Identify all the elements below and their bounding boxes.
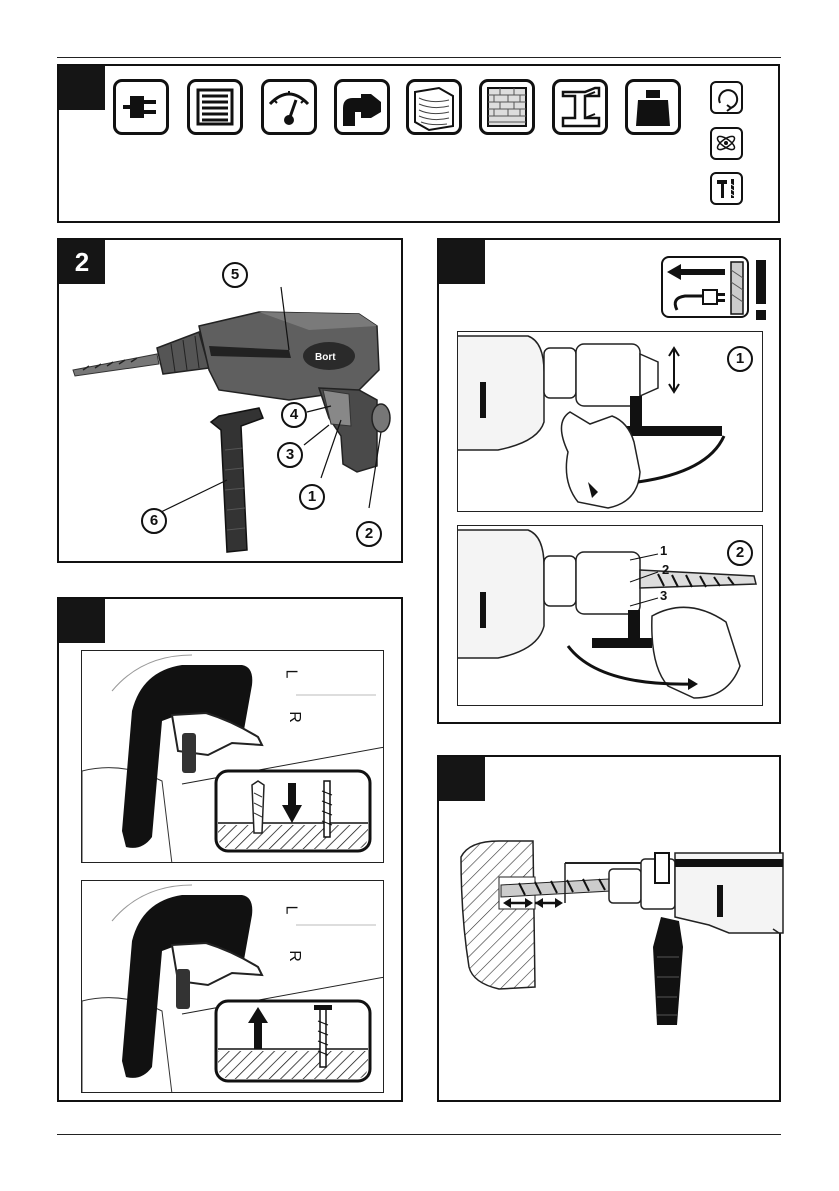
power-plug-icon — [113, 79, 169, 135]
step-2-label: 2 — [727, 540, 753, 566]
drill-illustration: Bort — [59, 240, 405, 565]
top-rule — [57, 57, 781, 58]
callout-6: 6 — [141, 508, 167, 534]
chuck-step-1: 1 — [457, 331, 763, 512]
bottom-rule — [57, 1134, 781, 1135]
rotation-icon — [710, 81, 743, 114]
right-label: R — [285, 950, 303, 962]
callout-1: 1 — [299, 484, 325, 510]
panel-number — [59, 599, 105, 643]
direction-forward: L R — [81, 650, 384, 863]
motor-icon — [187, 79, 243, 135]
left-label: L — [281, 906, 299, 915]
panel-direction-switch: L R L R — [57, 597, 403, 1102]
chuck-icon — [334, 79, 390, 135]
vibration-icon — [710, 127, 743, 160]
right-label: R — [285, 711, 303, 723]
brand-logo: Bort — [315, 352, 336, 363]
left-label: L — [281, 670, 299, 679]
callout-2: 2 — [356, 521, 382, 547]
tools-icon — [710, 172, 743, 205]
wood-icon — [406, 79, 462, 135]
panel-drill-overview: 2 Bort 5 4 3 1 — [57, 238, 403, 563]
depth-stop-illustration — [439, 757, 783, 1104]
part-label-2: 2 — [662, 562, 669, 577]
part-label-1: 1 — [660, 543, 667, 558]
brick-icon — [479, 79, 535, 135]
panel-chuck-key: 1 1 2 3 2 — [437, 238, 781, 724]
callout-5: 5 — [222, 262, 248, 288]
weight-icon — [625, 79, 681, 135]
direction-reverse: L R — [81, 880, 384, 1093]
panel-depth-stop — [437, 755, 781, 1102]
panel-specifications — [57, 64, 780, 223]
callout-4: 4 — [281, 402, 307, 428]
steel-beam-icon — [552, 79, 608, 135]
part-label-3: 3 — [660, 588, 667, 603]
chuck-step-2: 1 2 3 2 — [457, 525, 763, 706]
step-1-label: 1 — [727, 346, 753, 372]
speed-gauge-icon — [261, 79, 317, 135]
panel-number — [59, 66, 105, 110]
callout-3: 3 — [277, 442, 303, 468]
